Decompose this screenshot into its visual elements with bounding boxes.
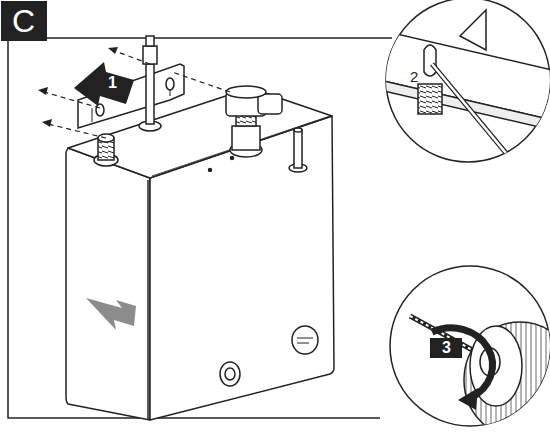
step-badge bbox=[1, 1, 47, 41]
step-letter: C bbox=[12, 5, 35, 37]
callout-number: 2 bbox=[410, 69, 418, 84]
callout-number: 1 bbox=[108, 75, 117, 91]
push-arrow bbox=[74, 62, 134, 106]
callout-number: 3 bbox=[442, 340, 451, 356]
